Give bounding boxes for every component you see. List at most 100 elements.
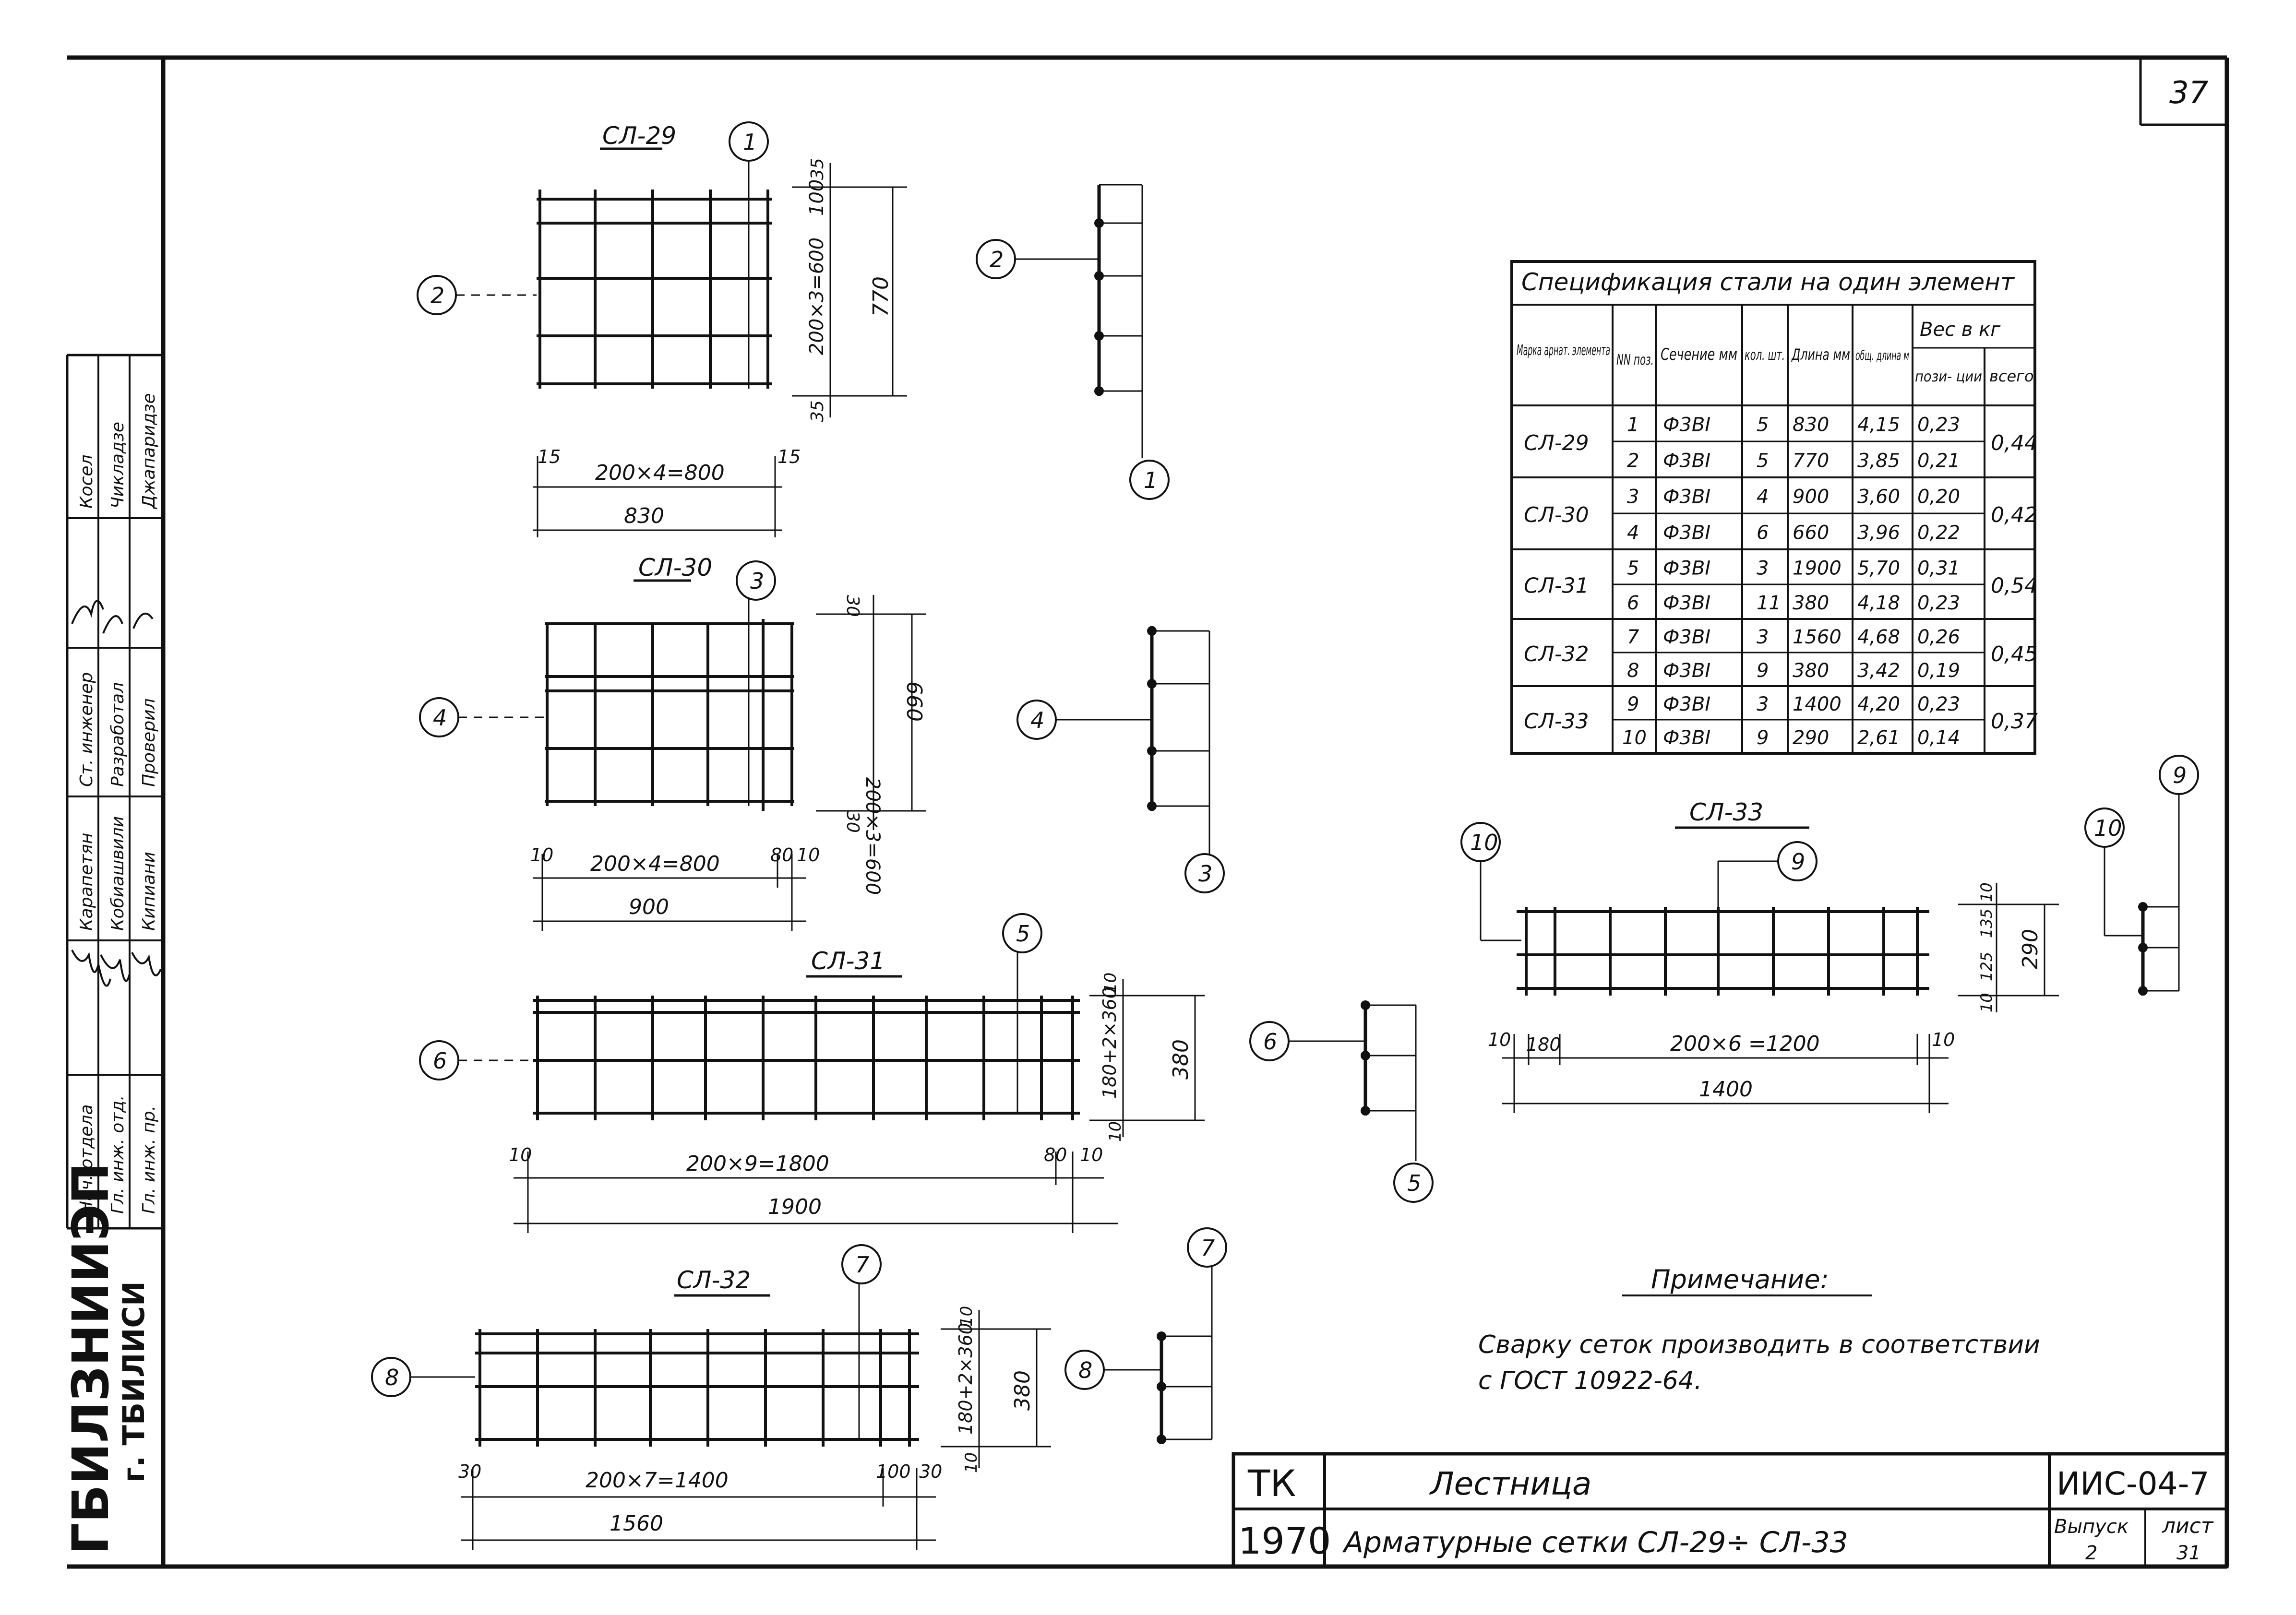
note-line-1: Сварку сеток производить в соответствии [1478, 1330, 2040, 1359]
dim-vspan-sl-31: 180+2×360 [1099, 987, 1120, 1099]
hdr-total-len: общ. длина м [1855, 347, 1909, 363]
hdr-pos: NN поз. [1616, 352, 1654, 368]
spec-pos-cell: 9 [1627, 693, 1639, 715]
mesh-grid-sl-29 [537, 190, 772, 389]
spec-length-cell: 290 [1793, 727, 1829, 749]
spec-weight-cell: 0,21 [1917, 450, 1960, 472]
mesh-title-sl-29: СЛ-29 [602, 122, 676, 150]
dim-vtop-sl-31: 10 [1101, 973, 1120, 993]
dim-vbottom-sl-29: 35 [808, 400, 827, 422]
dim-vtotal-sl-31: 380 [1169, 1039, 1193, 1080]
spec-pos-cell: 3 [1627, 486, 1639, 508]
spec-title: Спецификация стали на один элемент [1521, 268, 2015, 296]
name-3: Кипиани [139, 852, 159, 931]
spec-qty-cell: 11 [1757, 592, 1781, 614]
spec-pos-cell: 6 [1627, 592, 1639, 614]
spec-pos-cell: 7 [1627, 626, 1639, 648]
dim-endl-sl-32: 30 [458, 1461, 481, 1482]
spec-length-cell: 770 [1793, 450, 1829, 472]
rebar-marker-10-label: 10 [1470, 830, 1498, 855]
rebar-marker-3b [1184, 853, 1225, 893]
spec-length-cell: 1900 [1793, 558, 1842, 580]
dim-vspan-sl-33: 135 [1977, 909, 1996, 938]
spec-qty-cell: 4 [1757, 486, 1769, 508]
role-2: Гл. инж. отд. [108, 1095, 128, 1214]
hdr-mark: Марка арнат. элемента [1517, 342, 1610, 359]
spec-section-cell: Ф3ВI [1663, 450, 1710, 472]
spec-totallen-cell: 4,20 [1857, 693, 1900, 715]
dim-vtotal-sl-30: 660 [902, 681, 926, 722]
spec-weight-cell: 0,26 [1917, 626, 1960, 648]
dim-span-sl-32: 200×7=1400 [586, 1468, 729, 1493]
dim-endr2-sl-31: 10 [1080, 1144, 1103, 1165]
role-4: Ст. инженер [77, 672, 96, 787]
spec-qty-cell: 5 [1757, 414, 1769, 436]
spec-length-cell: 660 [1793, 522, 1829, 544]
page-number: 37 [2169, 75, 2209, 111]
name-4: Косел [77, 454, 96, 509]
signature-block: Нач. отдела Гл. инж. отд. Гл. инж. пр. С… [61, 354, 163, 1555]
spec-totallen-cell: 3,60 [1857, 486, 1900, 508]
hdr-wpos: пози- ции [1915, 368, 1982, 385]
dim-vtop-sl-33: 10 [1977, 882, 1996, 902]
spec-weight-cell: 0,23 [1917, 592, 1960, 614]
spec-total-cell: 0,44 [1991, 431, 2038, 455]
spec-weight-cell: 0,14 [1917, 727, 1960, 749]
spec-length-cell: 380 [1793, 660, 1829, 682]
mesh-grid-sl-31 [533, 996, 1080, 1120]
rebar-marker-1b [1129, 460, 1170, 500]
rebar-marker-6b-label: 6 [1263, 1029, 1277, 1055]
spec-pos-cell: 4 [1627, 522, 1639, 544]
section-view-sl-30: 4 3 [1016, 626, 1225, 893]
dim-vspan-sl-32: 180+2×360 [955, 1323, 976, 1435]
mesh-sl-30: СЛ-30 3 4 200×4=800 10 80 10 900 [419, 554, 926, 931]
section-view-sl-29: 2 1 [976, 184, 1170, 500]
spec-section-cell: Ф3ВI [1663, 414, 1710, 436]
dim-vtop-sl-32: 10 [957, 1306, 976, 1327]
note-heading: Примечание: [1651, 1264, 1829, 1294]
spec-weight-cell: 0,20 [1917, 486, 1960, 508]
rebar-marker-9b [2159, 755, 2199, 795]
issue-number: 2 [2085, 1542, 2097, 1564]
mesh-grid-sl-32 [475, 1329, 919, 1447]
title-block: ТК 1970 Лестница Арматурные сетки СЛ-29÷… [1232, 1452, 2229, 1568]
spec-section-cell: Ф3ВI [1663, 558, 1710, 580]
spec-totallen-cell: 5,70 [1857, 558, 1900, 580]
dim-endr-sl-32: 100 [876, 1461, 911, 1482]
spec-section-cell: Ф3ВI [1663, 660, 1710, 682]
sheet-number: 31 [2176, 1542, 2201, 1564]
dim-endr2-sl-30: 10 [797, 844, 820, 866]
hdr-weight: Вес в кг [1920, 319, 2001, 341]
dim-endr-sl-29: 15 [777, 446, 801, 467]
dim-endl-sl-30: 10 [530, 844, 553, 866]
rebar-marker-8b-label: 8 [1078, 1357, 1092, 1383]
rebar-marker-3 [736, 560, 776, 601]
spec-pos-cell: 2 [1627, 450, 1639, 472]
dim-endl-sl-33: 10 [1488, 1029, 1511, 1050]
dim-total-sl-33: 1400 [1699, 1077, 1753, 1102]
spec-section-cell: Ф3ВI [1663, 486, 1710, 508]
rebar-marker-7-label: 7 [855, 1252, 869, 1278]
dim-endr-sl-31: 80 [1044, 1144, 1067, 1165]
spec-total-cell: 0,42 [1991, 503, 2038, 527]
dim-vtopextra-sl-29: 100 [806, 179, 828, 216]
dim-vtotal-sl-32: 380 [1010, 1370, 1035, 1411]
name-5: Чикладзе [108, 422, 128, 509]
spec-total-cell: 0,37 [1991, 709, 2038, 734]
spec-section-cell: Ф3ВI [1663, 727, 1710, 749]
dim-endl2-sl-33: 180 [1526, 1034, 1561, 1055]
dim-vtop-sl-29: 35 [808, 158, 827, 180]
spec-totallen-cell: 4,18 [1857, 592, 1900, 614]
spec-pos-cell: 5 [1627, 558, 1639, 580]
rebar-marker-8-label: 8 [385, 1365, 399, 1390]
dim-vspan-sl-29: 200×3=600 [806, 238, 828, 355]
rebar-marker-6-label: 6 [433, 1048, 447, 1074]
rebar-marker-9-label: 9 [1791, 849, 1805, 875]
rebar-marker-7b [1187, 1227, 1227, 1268]
hdr-wtotal: всего [1989, 367, 2034, 385]
rebar-marker-5b [1393, 1163, 1434, 1203]
mesh-sl-33: СЛ-33 9 10 200×6 =1200 10 [1460, 798, 2059, 1113]
dim-vtotal-sl-33: 290 [2018, 929, 2043, 969]
rebar-marker-1b-label: 1 [1144, 467, 1158, 493]
